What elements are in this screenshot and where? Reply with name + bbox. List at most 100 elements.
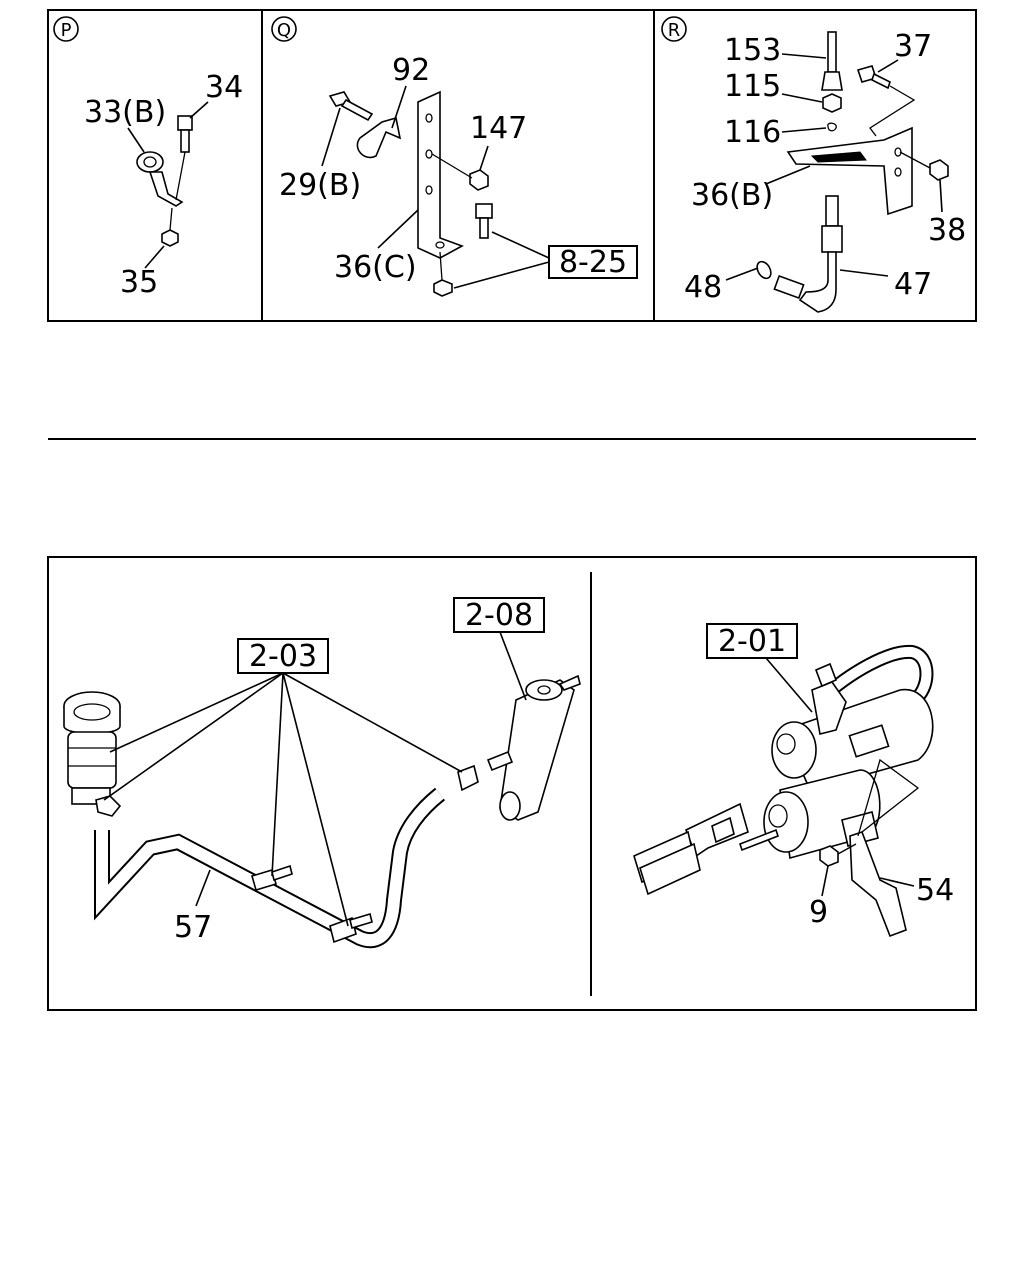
panel-p-marker: P <box>61 20 72 41</box>
bolt-34-shank <box>180 129 190 153</box>
pipe-153[interactable] <box>827 31 837 73</box>
leader-8-25-b <box>453 261 550 289</box>
ref-8-25[interactable]: 8-25 <box>559 245 627 280</box>
panel-r-marker: R <box>668 20 681 41</box>
leader-34 <box>189 101 209 119</box>
gasket-48[interactable] <box>754 259 773 281</box>
pipe-47-union <box>773 274 805 300</box>
panel-q-marker: Q <box>277 20 291 41</box>
reservoir-tank[interactable] <box>63 691 121 805</box>
lower-right-panel: 2-01 9 54 <box>633 623 954 938</box>
nut-9-axis <box>837 843 857 855</box>
bracket-54[interactable] <box>849 830 907 938</box>
nut-147[interactable] <box>469 169 489 191</box>
hose-end-fitting[interactable] <box>457 764 479 792</box>
label-33b: 33(B) <box>84 95 166 130</box>
label-35: 35 <box>120 265 158 300</box>
label-54: 54 <box>916 873 954 908</box>
nut-35[interactable] <box>161 229 179 247</box>
clip-116[interactable] <box>827 122 837 132</box>
booster-pipe <box>816 646 932 705</box>
leader-92 <box>391 85 407 129</box>
leader-2-03-b <box>103 672 284 801</box>
bracket-hole-4 <box>435 241 445 249</box>
top-frame-border <box>47 9 977 322</box>
bolt-8-25-head[interactable] <box>475 203 493 219</box>
leader-33b <box>127 127 145 153</box>
leader-35 <box>144 245 165 269</box>
label-57: 57 <box>174 910 212 945</box>
leader-48 <box>725 267 759 281</box>
label-47: 47 <box>894 267 932 302</box>
hose-clamp-2-bolt <box>349 912 373 930</box>
clip-92[interactable] <box>356 116 402 159</box>
leader-8-25-a <box>491 231 550 259</box>
bracket-36b-shadow <box>810 151 867 163</box>
hose-clamp-1[interactable] <box>251 869 277 891</box>
label-115: 115 <box>724 69 781 104</box>
bracket-36c[interactable] <box>417 90 464 259</box>
clamp-33b-hole <box>143 156 157 168</box>
panel-q-marker-circle <box>271 16 297 42</box>
bolt-34-head[interactable] <box>177 115 193 131</box>
nut-147-axis <box>431 153 473 179</box>
leader-36b <box>765 165 811 185</box>
label-147: 147 <box>470 111 527 146</box>
clevis-nut <box>711 816 735 844</box>
label-48: 48 <box>684 270 722 305</box>
label-34: 34 <box>205 70 243 105</box>
nut-38-axis <box>899 151 931 169</box>
nut-115[interactable] <box>822 93 842 113</box>
nut-9[interactable] <box>819 845 839 867</box>
label-36b: 36(B) <box>691 178 773 213</box>
ref-2-08[interactable]: 2-08 <box>465 598 533 633</box>
leader-9 <box>821 865 829 897</box>
hose-fitting-upper <box>825 195 839 227</box>
label-38: 38 <box>928 213 966 248</box>
nut-8-25[interactable] <box>433 279 453 297</box>
reservoir-clamp[interactable] <box>95 795 122 817</box>
bracket-54-guide <box>857 758 920 837</box>
ref-2-01[interactable]: 2-01 <box>718 624 786 659</box>
ref-box-2-08[interactable] <box>453 597 545 633</box>
leader-29b <box>321 107 341 167</box>
label-36c: 36(C) <box>334 250 417 285</box>
leader-57 <box>195 869 211 907</box>
booster-assembly[interactable] <box>763 662 934 860</box>
panel-r-marker-circle <box>661 16 687 42</box>
label-29b: 29(B) <box>279 168 361 203</box>
ref-box-2-01[interactable] <box>706 623 798 659</box>
hose-57[interactable] <box>96 789 444 947</box>
leader-116 <box>781 127 827 133</box>
leader-2-03-c <box>271 672 284 877</box>
panel-p: P 33(B) 34 35 <box>53 16 243 300</box>
hose-fitting-body <box>821 225 843 253</box>
lower-frame-border <box>47 556 977 1011</box>
leader-147 <box>479 145 489 171</box>
lower-left-panel: 2-03 2-08 57 <box>63 597 581 949</box>
leader-2-03-a <box>109 672 284 753</box>
clevis-fork-lower <box>639 842 701 896</box>
label-37: 37 <box>894 29 932 64</box>
bolt-37-axis <box>869 85 916 137</box>
ref-2-03[interactable]: 2-03 <box>249 639 317 674</box>
slave-cylinder[interactable] <box>486 674 581 821</box>
bracket-36b[interactable] <box>786 126 913 216</box>
bracket-36b-hole-2 <box>894 167 902 177</box>
label-116: 116 <box>724 115 781 150</box>
bracket-hole-1 <box>425 113 433 123</box>
leader-2-03-d <box>282 672 349 927</box>
panel-r: R 153 37 115 116 36(B) <box>661 16 966 313</box>
clamp-33b[interactable] <box>136 151 164 173</box>
hose-clamp-2[interactable] <box>329 916 357 944</box>
leader-38 <box>939 179 943 213</box>
bolt-29b-shank <box>340 98 374 122</box>
top-frame <box>47 9 977 322</box>
label-92: 92 <box>392 53 430 88</box>
hose-clamp-1-bolt <box>271 864 293 882</box>
nut-38[interactable] <box>929 159 949 181</box>
push-rod <box>739 828 779 852</box>
pipe-47[interactable] <box>798 251 837 313</box>
lower-frame <box>47 556 977 1011</box>
leader-37 <box>877 59 899 73</box>
